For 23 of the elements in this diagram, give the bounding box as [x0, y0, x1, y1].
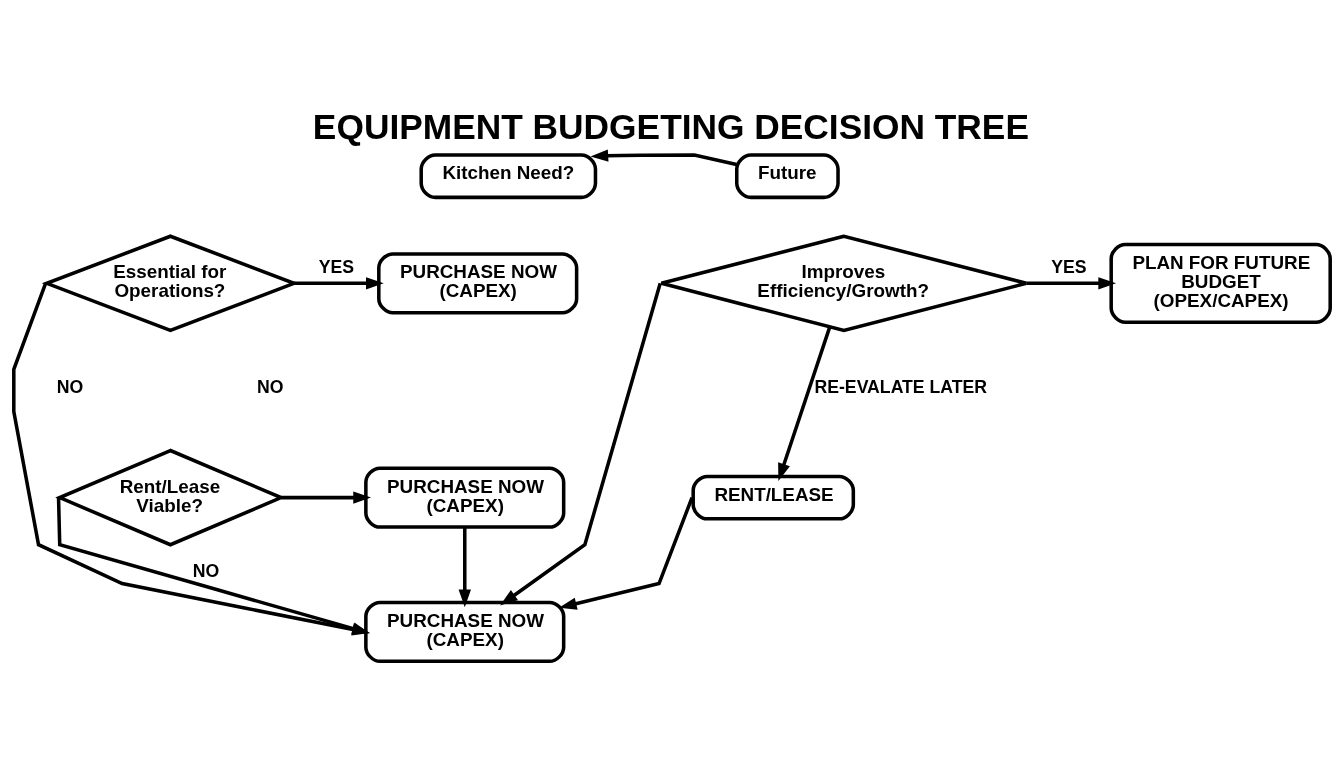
arrow [590, 149, 737, 167]
node-box: PURCHASE NOW (CAPEX) [364, 466, 566, 529]
arrow [559, 497, 694, 610]
node-box: RENT/LEASE [691, 474, 856, 521]
node-diamond: Improves Efficiency/Growth? [659, 234, 1029, 333]
node-box: PURCHASE NOW (CAPEX) [364, 600, 566, 664]
diagram-title: EQUIPMENT BUDGETING DECISION TREE [312, 106, 1029, 146]
edge-label: YES [318, 256, 355, 277]
arrow [281, 491, 371, 504]
label: NO [256, 377, 284, 398]
arrow [1026, 277, 1117, 290]
edge-label: YES [1051, 256, 1087, 277]
edge-label: RE-EVALATE LATER [814, 377, 988, 398]
node-box: Kitchen Need? [419, 153, 598, 200]
arrow [778, 326, 832, 482]
label: NO [56, 377, 84, 398]
node-box: PURCHASE NOW (CAPEX) [377, 252, 579, 315]
node-box: Future [735, 153, 840, 200]
arrow [458, 527, 471, 608]
edge-label: NO [192, 560, 220, 581]
node-box: PLAN FOR FUTURE BUDGET (OPEX/CAPEX) [1109, 242, 1332, 324]
arrow [294, 277, 384, 290]
arrow [500, 282, 662, 606]
